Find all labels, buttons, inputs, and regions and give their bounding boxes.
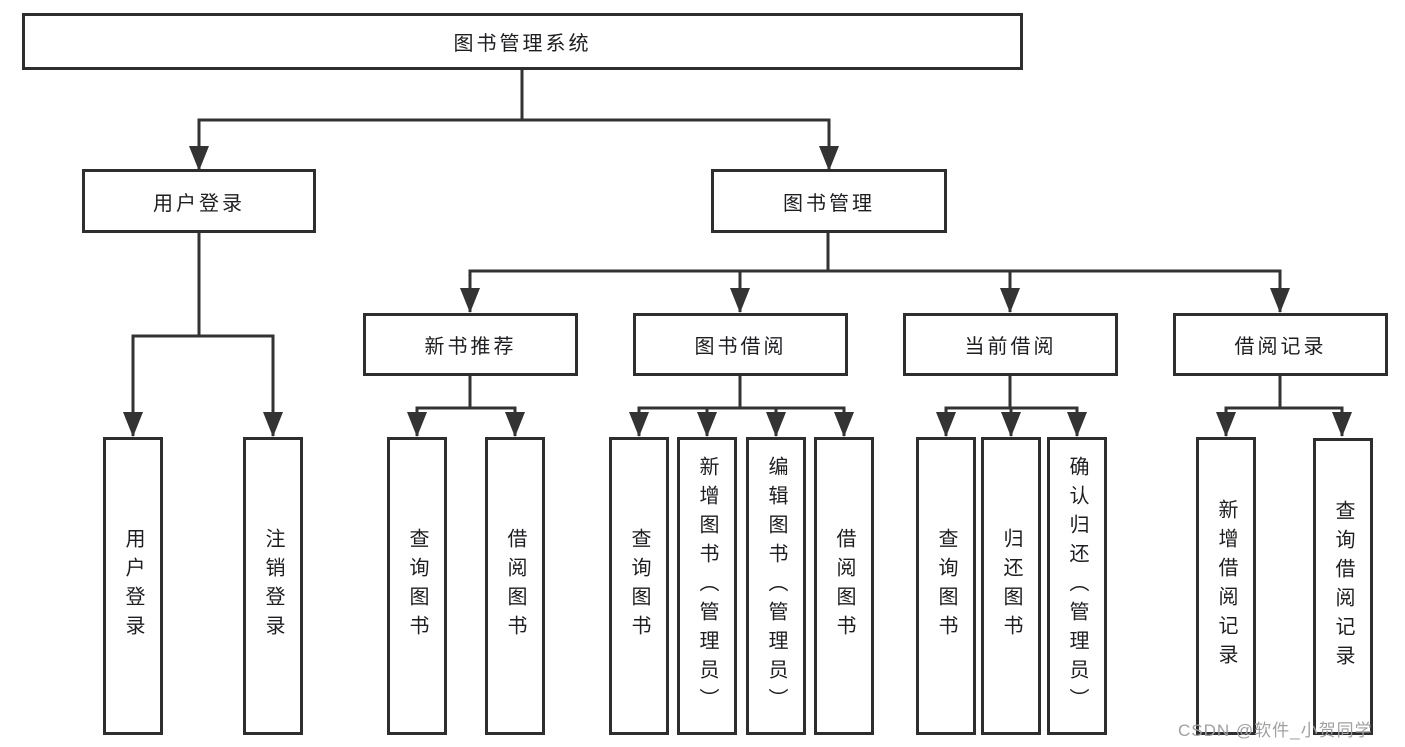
node-label: 注销登录: [262, 528, 284, 644]
arrowhead-icon: [1067, 412, 1087, 437]
node-label: 查询图书: [935, 528, 957, 644]
watermark: CSDN @软件_小贺同学: [1178, 721, 1373, 740]
arrowhead-icon: [1000, 288, 1020, 313]
node-label: 确认归还（管理员）: [1066, 455, 1088, 717]
node-book-management: 图书管理: [711, 169, 947, 233]
arrowhead-icon: [730, 288, 750, 313]
leaf-query-books-recommend: 查询图书: [387, 437, 447, 735]
arrowhead-icon: [123, 412, 143, 437]
leaf-confirm-return-admin: 确认归还（管理员）: [1047, 437, 1107, 735]
connector-new-book-subtree: [415, 376, 517, 436]
node-book-management-system: 图书管理系统: [22, 13, 1023, 70]
node-label: 查询图书: [406, 528, 428, 644]
node-current-borrow: 当前借阅: [903, 313, 1118, 376]
node-label: 当前借阅: [964, 336, 1057, 358]
arrowhead-icon: [263, 412, 283, 437]
node-label: 借阅图书: [833, 528, 855, 644]
node-label: 新增图书（管理员）: [696, 455, 718, 717]
arrowhead-icon: [1270, 288, 1290, 313]
node-label: 借阅图书: [504, 528, 526, 644]
arrowhead-icon: [834, 412, 854, 437]
node-new-book-recommend: 新书推荐: [363, 313, 578, 376]
node-label: 借阅记录: [1234, 336, 1327, 358]
node-label: 用户登录: [153, 192, 245, 215]
arrowhead-icon: [1001, 412, 1021, 437]
arrowhead-icon: [629, 412, 649, 437]
arrowhead-icon: [819, 146, 839, 171]
arrowhead-icon: [407, 412, 427, 437]
arrowheads-group: [123, 146, 1352, 437]
leaf-query-books-borrow: 查询图书: [609, 437, 669, 735]
node-label: 新书推荐: [424, 336, 517, 358]
leaf-edit-books-admin: 编辑图书（管理员）: [746, 437, 806, 735]
leaf-add-borrow-record: 新增借阅记录: [1196, 437, 1256, 735]
connector-user-login-subtree: [131, 232, 275, 436]
node-borrow-records: 借阅记录: [1173, 313, 1388, 376]
node-label: 新增借阅记录: [1215, 499, 1237, 673]
leaf-borrow-books-recommend: 借阅图书: [485, 437, 545, 735]
connector-lines: [131, 70, 1344, 436]
arrowhead-icon: [1216, 412, 1236, 437]
node-label: 图书借阅: [694, 336, 787, 358]
arrowhead-icon: [189, 146, 209, 171]
leaf-query-books-current: 查询图书: [916, 437, 976, 735]
node-label: 用户登录: [122, 528, 144, 644]
leaf-add-books-admin: 新增图书（管理员）: [677, 437, 737, 735]
connector-root-to-level2: [197, 70, 831, 170]
arrowhead-icon: [766, 412, 786, 437]
arrowhead-icon: [460, 288, 480, 313]
node-label: 编辑图书（管理员）: [765, 455, 787, 717]
node-book-borrow: 图书借阅: [633, 313, 848, 376]
leaf-borrow-books: 借阅图书: [814, 437, 874, 735]
arrowhead-icon: [697, 412, 717, 437]
leaf-return-books: 归还图书: [981, 437, 1041, 735]
connector-borrow-records-subtree: [1224, 376, 1344, 436]
node-label: 图书管理系统: [453, 33, 592, 55]
leaf-user-login: 用户登录: [103, 437, 163, 735]
connector-book-mgmt-to-level3: [468, 232, 1282, 312]
arrowhead-icon: [936, 412, 956, 437]
leaf-query-borrow-record: 查询借阅记录: [1313, 438, 1373, 735]
leaf-logout: 注销登录: [243, 437, 303, 735]
arrowhead-icon: [505, 412, 525, 437]
node-label: 图书管理: [783, 192, 875, 215]
node-label: 归还图书: [1000, 528, 1022, 644]
node-label: 查询图书: [628, 528, 650, 644]
arrowhead-icon: [1332, 412, 1352, 437]
node-label: 查询借阅记录: [1332, 499, 1354, 674]
connector-book-borrow-subtree: [637, 376, 846, 436]
node-user-login: 用户登录: [82, 169, 316, 233]
